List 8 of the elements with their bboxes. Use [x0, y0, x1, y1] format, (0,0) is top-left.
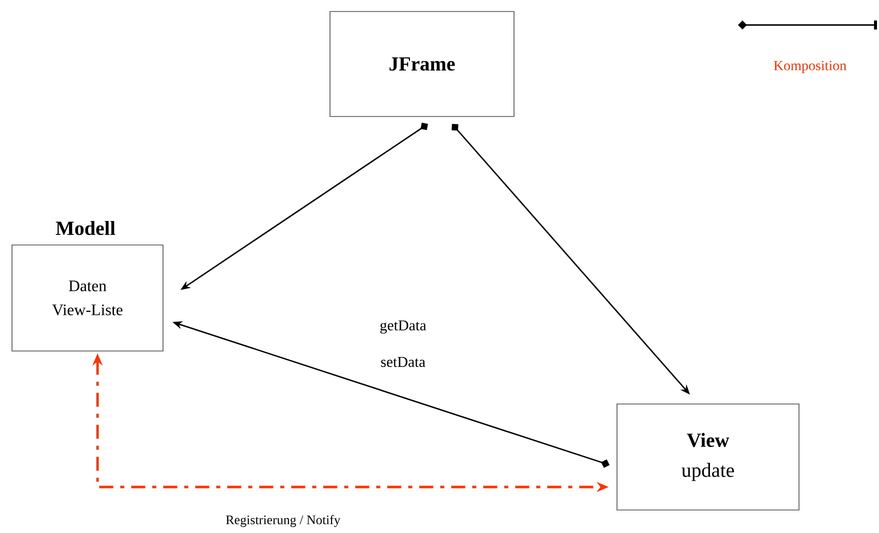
heading: Modell: [56, 220, 116, 236]
legend-label: Komposition: [774, 60, 846, 74]
method-label: setData: [381, 357, 426, 367]
method-label: getData: [380, 320, 426, 334]
class-box: Daten View-Liste: [12, 244, 164, 352]
class-box: View update: [616, 404, 800, 510]
class-box: JFrame: [330, 11, 514, 117]
edge-label: Registrierung / Notify: [224, 514, 342, 528]
